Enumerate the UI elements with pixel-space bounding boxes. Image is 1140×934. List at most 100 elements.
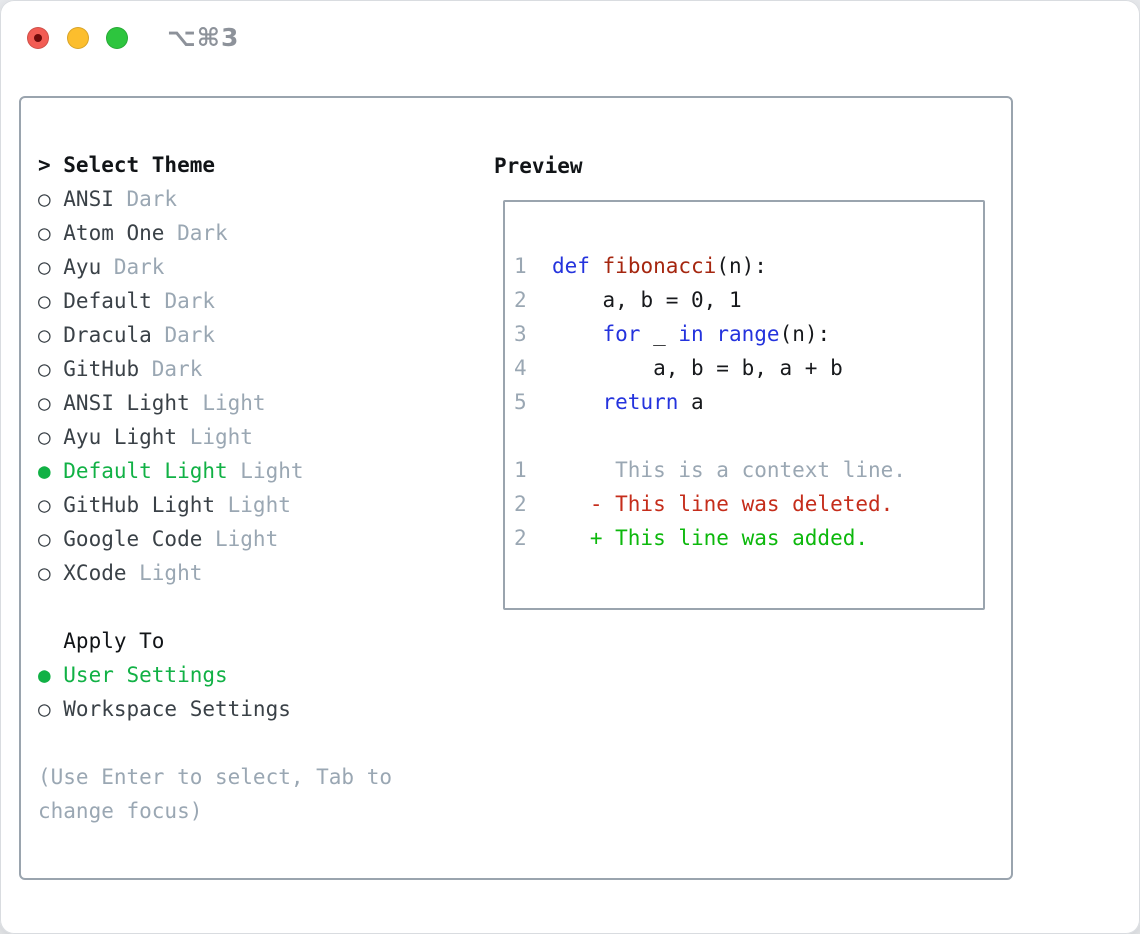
radio-icon: ○ — [38, 357, 51, 381]
code-line: 2 a, b = 0, 1 — [514, 283, 979, 317]
diff-line-added: 2 + This line was added. — [514, 521, 979, 555]
theme-variant: Dark — [139, 357, 203, 381]
radio-icon: ○ — [38, 289, 51, 313]
theme-option-ansi-light-light[interactable]: ○ANSI Light Light — [38, 386, 478, 420]
theme-option-ayu-dark[interactable]: ○ Ayu Dark — [38, 250, 478, 284]
theme-option-xcode-light[interactable]: ○ XCode Light — [38, 556, 478, 590]
theme-option-github-light-light[interactable]: ○ GitHub Light Light — [38, 488, 478, 522]
theme-name: Ayu — [63, 255, 102, 279]
close-button[interactable] — [27, 27, 49, 49]
theme-name: GitHub Light — [63, 493, 215, 517]
theme-name: GitHub — [63, 357, 140, 381]
radio-icon: ○ — [38, 493, 51, 517]
code-token — [552, 390, 603, 414]
radio-icon: ○ — [38, 425, 51, 449]
line-number: 2 — [514, 492, 590, 516]
code-token: _ — [640, 322, 679, 346]
theme-variant: Dark — [151, 289, 216, 313]
apply-to-section: Apply To ● User Settings ○ Workspace Settin… — [38, 624, 478, 726]
theme-variant: Dark — [164, 221, 228, 245]
radio-icon: ○ — [38, 255, 51, 279]
line-number: 5 — [514, 390, 552, 414]
theme-option-atom-one-dark[interactable]: ○ Atom One Dark — [38, 216, 478, 250]
apply-option-label: User Settings — [63, 663, 228, 687]
apply-option-label: Workspace Settings — [63, 697, 291, 721]
theme-name: ANSI — [63, 187, 114, 211]
code-token: a — [678, 390, 704, 414]
theme-name: Dracula — [63, 323, 152, 347]
theme-option-ansi-dark[interactable]: ○ANSI Dark — [38, 182, 478, 216]
theme-name: Google Code — [63, 527, 203, 551]
apply-option-workspace-settings[interactable]: ○ Workspace Settings — [38, 692, 478, 726]
theme-option-dracula-dark[interactable]: ○Dracula Dark — [38, 318, 478, 352]
apply-option-user-settings[interactable]: ● User Settings — [38, 658, 478, 692]
theme-option-ayu-light-light[interactable]: ○ Ayu Light Light — [38, 420, 478, 454]
radio-icon: ○ — [38, 391, 51, 415]
diff-text: This is a context line. — [589, 458, 906, 482]
theme-variant: Dark — [101, 255, 165, 279]
help-text: (Use Enter to select, Tab to change focu… — [38, 765, 393, 823]
line-number: 3 — [514, 322, 552, 346]
theme-variant: Light — [189, 391, 266, 415]
theme-option-github-dark[interactable]: ○ GitHub Dark — [38, 352, 478, 386]
diff-text: - This line was deleted. — [589, 492, 894, 516]
zoom-button[interactable] — [106, 27, 128, 49]
diff-text: + This line was added. — [589, 526, 869, 550]
theme-variant: Light — [202, 527, 279, 551]
code-token: return — [602, 390, 679, 414]
code-token: a, b = b, a + b — [551, 356, 843, 380]
focus-prompt-icon: > — [38, 153, 51, 177]
diff-line-context: 1 This is a context line. — [514, 453, 979, 487]
theme-name: Default Light — [63, 459, 228, 483]
code-line: 1 def fibonacci(n): — [514, 249, 979, 283]
window-shortcut-label: ⌥⌘3 — [167, 23, 240, 52]
code-token: fibonacci — [602, 254, 717, 278]
code-token — [704, 322, 717, 346]
radio-icon: ● — [38, 459, 51, 483]
code-line: 3 for _ in range(n): — [514, 317, 979, 351]
theme-option-default-dark[interactable]: ○ Default Dark — [38, 284, 478, 318]
diff-line-deleted: 2 - This line was deleted. — [514, 487, 979, 521]
apply-to-header: Apply To — [38, 624, 478, 658]
radio-icon: ○ — [38, 221, 51, 245]
line-number: 2 — [514, 526, 590, 550]
minimize-button[interactable] — [67, 27, 89, 49]
code-line: 5 return a — [514, 385, 979, 419]
theme-variant: Dark — [113, 187, 178, 211]
line-number: 1 — [514, 458, 590, 482]
theme-panel: >Select Theme ○ANSI Dark○Atom One Dark○A… — [38, 148, 478, 828]
select-theme-title: Select Theme — [63, 153, 215, 177]
theme-name: Atom One — [63, 221, 165, 245]
code-token: a, b = 0, 1 — [551, 288, 742, 312]
select-theme-header: > Select Theme — [38, 148, 478, 182]
theme-variant: Dark — [151, 323, 216, 347]
radio-icon: ○ — [38, 527, 51, 551]
theme-variant: Light — [177, 425, 253, 449]
line-number: 2 — [514, 288, 552, 312]
diff-block: 1 This is a context line.2 - This line w… — [514, 453, 979, 555]
code-token: in — [678, 322, 704, 346]
radio-icon: ○ — [38, 561, 51, 585]
radio-icon: ○ — [38, 697, 51, 721]
apply-to-title: Apply To — [63, 629, 165, 653]
code-token: def — [551, 254, 590, 278]
theme-name: Default — [63, 289, 152, 313]
theme-name: XCode — [63, 561, 127, 585]
code-line: 4 a, b = b, a + b — [514, 351, 979, 385]
theme-option-default-light-light[interactable]: ●Default Light Light — [38, 454, 478, 488]
code-token: (n): — [779, 322, 831, 346]
theme-variant: Light — [126, 561, 203, 585]
code-token: range — [716, 322, 780, 346]
theme-option-google-code-light[interactable]: ○ Google Code Light — [38, 522, 478, 556]
theme-variant: Light — [215, 493, 291, 517]
radio-icon: ● — [38, 663, 51, 687]
preview-title: Preview — [494, 154, 583, 178]
code-token: (n): — [716, 254, 767, 278]
code-token — [590, 254, 603, 278]
theme-name: Ayu Light — [63, 425, 178, 449]
theme-list: >Select Theme ○ANSI Dark○Atom One Dark○A… — [38, 148, 478, 590]
code-token — [552, 322, 603, 346]
line-number: 1 — [514, 254, 552, 278]
